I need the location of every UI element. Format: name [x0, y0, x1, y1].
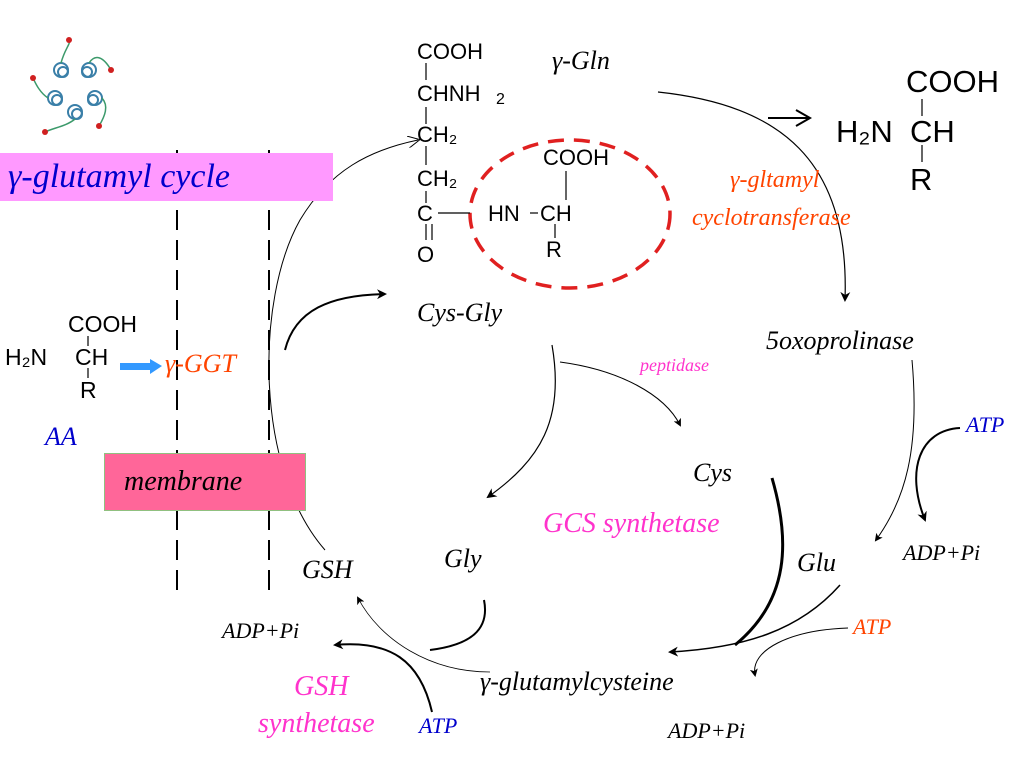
ggc-to-gsh-arrow [357, 596, 491, 673]
cysgly-r: R [546, 237, 562, 262]
aa-r: R [80, 377, 97, 403]
oxoprolinase-label: 5oxoprolinase [766, 326, 914, 355]
aa-h2n: H₂N [5, 344, 48, 370]
cysgly-ch2a: CH₂ [417, 122, 458, 147]
aa-cooh: COOH [68, 311, 137, 337]
cysgly-o: O [417, 242, 435, 267]
membrane-band [104, 453, 306, 511]
atp-adp-curve-bottom [749, 627, 849, 677]
oxoprolinase-to-glu-arrow [874, 359, 915, 542]
atp-bottom-right-label: ATP [853, 614, 892, 639]
cyclotransferase-label-1: γ-gltamyl [730, 167, 820, 193]
gamma-glutamylcysteine-label: γ-glutamylcysteine [480, 667, 674, 696]
cysgly-bonds [425, 63, 567, 240]
page-title: γ-glutamyl cycle [8, 158, 231, 195]
glu-label: Glu [797, 548, 836, 577]
glu-to-ggc-arrow [668, 584, 841, 657]
gln-to-oxoprolinase-arc [657, 91, 851, 302]
product-ch: CH [910, 114, 955, 149]
product-cooh: COOH [906, 64, 999, 99]
cysgly-c: C [417, 201, 433, 226]
gsh-synthetase-label-1: GSH [294, 671, 349, 702]
atp-right-label: ATP [966, 412, 1005, 437]
gly-to-gshsyn-line [429, 599, 487, 651]
gsh-label: GSH [302, 555, 353, 584]
adp-pi-right-label: ADP+Pi [903, 540, 981, 565]
cysgly-ch2b: CH₂ [417, 166, 458, 191]
gly-residue-highlight [468, 138, 672, 290]
title-band [0, 153, 333, 201]
peptidase-label: peptidase [640, 355, 709, 375]
gcs-synthetase-label: GCS synthetase [543, 508, 720, 539]
cysgly-sub2: 2 [496, 91, 505, 108]
atp-adp-curve-right [915, 427, 961, 522]
aa-name: AA [45, 422, 77, 451]
cys-label: Cys [693, 458, 732, 487]
product-r: R [910, 162, 933, 197]
cysgly-ch: CH [540, 201, 572, 226]
enzyme-ggt: γ-GGT [165, 349, 236, 378]
gly-label: Gly [444, 544, 482, 573]
gamma-gln-label: γ-Gln [552, 46, 610, 75]
membrane-label: membrane [124, 466, 243, 497]
cyclotransferase-label-2: cyclotransferase [692, 205, 851, 231]
atp-adp-curve-left [333, 639, 433, 713]
adp-pi-left-label: ADP+Pi [222, 618, 300, 643]
cysgly-chnh2: CHNH [417, 81, 481, 106]
product-h2n: H₂N [836, 114, 893, 149]
cysgly-to-cys-arrow [559, 361, 681, 427]
aa-ch: CH [75, 344, 109, 370]
gsh-synthetase-label-2: synthetase [258, 708, 375, 739]
atp-bottom-left-label: ATP [419, 713, 458, 738]
cysgly-cooh2: COOH [543, 145, 609, 170]
cys-gly-label: Cys-Gly [417, 298, 503, 327]
cysgly-to-gly-arrow [486, 344, 556, 499]
adp-pi-bottom-right-label: ADP+Pi [668, 718, 746, 743]
aa-to-cysgly-arrow [284, 289, 387, 351]
protein-structure-icon [30, 37, 114, 135]
cysgly-hn: HN [488, 201, 520, 226]
cys-thick-line [734, 477, 785, 647]
cysgly-cooh: COOH [417, 39, 483, 64]
